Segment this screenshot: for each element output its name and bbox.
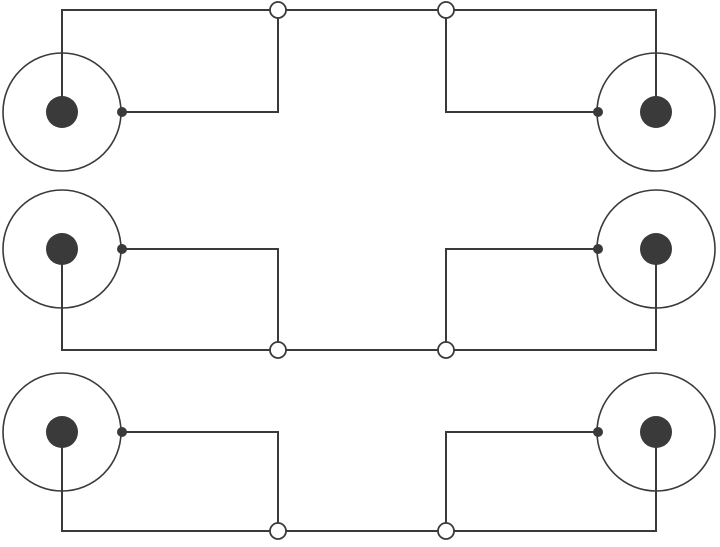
- junction-node: [437, 341, 455, 359]
- jack-solder-tab: [117, 107, 127, 117]
- signal-wire-left-row-2: [122, 248, 279, 350]
- row-3: [2, 372, 716, 540]
- junction-node: [269, 522, 287, 540]
- jack-solder-tab: [593, 107, 603, 117]
- jack-center-pin: [640, 233, 672, 265]
- row-1: [2, 1, 716, 172]
- jack-center-pin: [46, 96, 78, 128]
- signal-wire-right-row-3: [445, 431, 598, 531]
- shield-wire-row-1: [61, 9, 657, 112]
- jack-center-pin: [640, 416, 672, 448]
- junction-node: [269, 341, 287, 359]
- right-rca-jack-1: [593, 52, 716, 172]
- jack-center-pin: [46, 416, 78, 448]
- signal-wire-right-row-1: [445, 10, 598, 113]
- left-rca-jack-1: [2, 52, 127, 172]
- signal-wire-left-row-1: [122, 10, 279, 113]
- row-2: [2, 189, 716, 359]
- shield-wire-row-2: [61, 249, 657, 351]
- junction-node: [269, 1, 287, 19]
- jack-center-pin: [640, 96, 672, 128]
- signal-wire-left-row-3: [122, 431, 279, 531]
- right-rca-jack-2: [593, 189, 716, 309]
- junction-node: [437, 522, 455, 540]
- jack-solder-tab: [117, 427, 127, 437]
- signal-wire-right-row-2: [445, 248, 598, 350]
- shield-wire-row-3: [61, 432, 657, 532]
- left-rca-jack-3: [2, 372, 127, 492]
- jack-solder-tab: [117, 244, 127, 254]
- jack-center-pin: [46, 233, 78, 265]
- left-rca-jack-2: [2, 189, 127, 309]
- jack-solder-tab: [593, 427, 603, 437]
- jack-solder-tab: [593, 244, 603, 254]
- right-rca-jack-3: [593, 372, 716, 492]
- junction-node: [437, 1, 455, 19]
